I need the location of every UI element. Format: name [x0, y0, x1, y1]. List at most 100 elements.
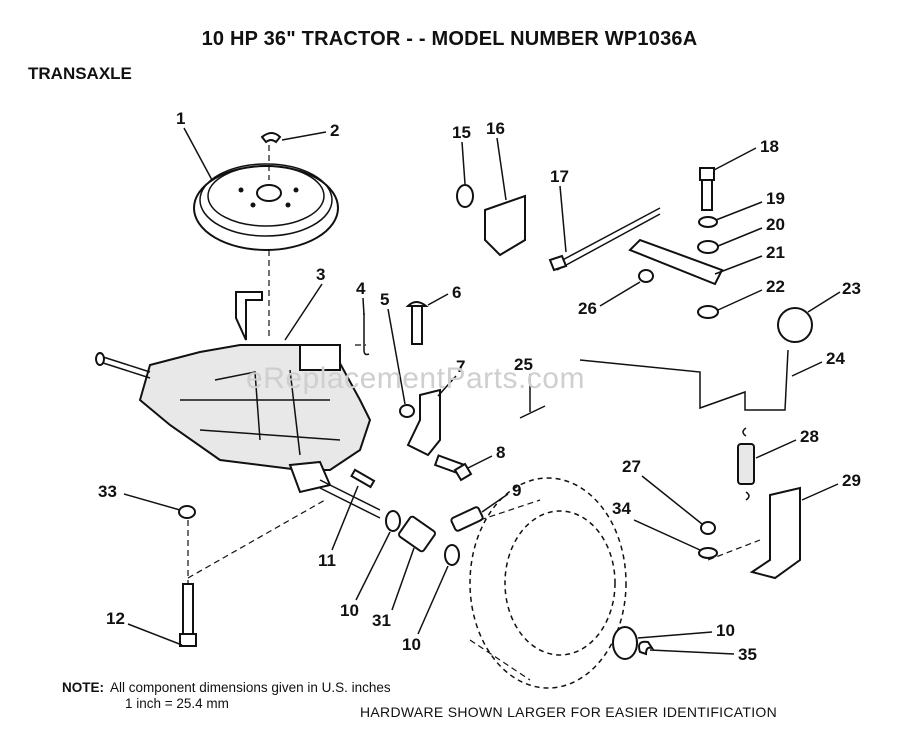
- nut-27-part: [700, 521, 716, 535]
- callout-26: 26: [578, 281, 641, 318]
- svg-text:28: 28: [800, 427, 819, 446]
- spring-25-part: [519, 405, 546, 419]
- callout-6: 6: [427, 283, 461, 306]
- svg-text:10: 10: [402, 635, 421, 654]
- svg-text:24: 24: [826, 349, 845, 368]
- callout-17: 17: [550, 167, 569, 253]
- svg-text:33: 33: [98, 482, 117, 501]
- svg-text:8: 8: [496, 443, 505, 462]
- washer-10a-part: [385, 510, 401, 532]
- transaxle-body-part: [95, 291, 381, 519]
- bolt-8-part: [433, 454, 473, 482]
- spring-9-part: [450, 506, 484, 532]
- callout-21: 21: [714, 243, 785, 275]
- callout-8: 8: [467, 443, 505, 469]
- callout-10b: 10: [402, 565, 449, 654]
- washer-19-part: [698, 216, 718, 228]
- svg-text:2: 2: [330, 121, 339, 140]
- svg-text:16: 16: [486, 119, 505, 138]
- note-block: NOTE:All component dimensions given in U…: [62, 680, 391, 712]
- callout-31: 31: [372, 547, 415, 630]
- callout-25: 25: [514, 355, 533, 412]
- callout-5: 5: [380, 290, 406, 405]
- callout-12: 12: [106, 609, 183, 646]
- callout-22: 22: [717, 277, 785, 311]
- clip-35-part: [638, 640, 655, 656]
- callout-11: 11: [318, 485, 359, 570]
- callout-19: 19: [715, 189, 785, 221]
- svg-text:18: 18: [760, 137, 779, 156]
- callout-2: 2: [281, 121, 339, 141]
- link-21-part: [628, 238, 724, 286]
- svg-text:5: 5: [380, 290, 389, 309]
- callout-3: 3: [284, 265, 325, 341]
- washer-10c-part: [612, 626, 638, 660]
- svg-text:15: 15: [452, 123, 471, 142]
- svg-text:4: 4: [356, 279, 366, 298]
- callout-24: 24: [791, 349, 845, 377]
- callout-27: 27: [622, 457, 703, 525]
- svg-text:20: 20: [766, 215, 785, 234]
- hardware-note: HARDWARE SHOWN LARGER FOR EASIER IDENTIF…: [360, 704, 778, 720]
- svg-text:35: 35: [738, 645, 757, 664]
- bolt-12-part: [179, 583, 197, 647]
- callout-29: 29: [801, 471, 861, 501]
- bracket-7-part: [406, 388, 441, 457]
- callout-10a: 10: [340, 531, 391, 620]
- callout-7: 7: [437, 357, 465, 397]
- callout-23: 23: [807, 279, 861, 313]
- washer-34-part: [698, 547, 718, 559]
- svg-text:21: 21: [766, 243, 785, 262]
- callout-20: 20: [717, 215, 785, 247]
- bolt-6-part: [405, 301, 429, 345]
- svg-text:31: 31: [372, 611, 391, 630]
- svg-text:9: 9: [512, 481, 521, 500]
- washer-15-part: [456, 184, 474, 208]
- callout-16: 16: [486, 119, 507, 201]
- svg-text:26: 26: [578, 299, 597, 318]
- svg-text:27: 27: [622, 457, 641, 476]
- pulley-part: [193, 163, 339, 251]
- washer-22-part: [697, 305, 719, 319]
- diagram-title: 10 HP 36" TRACTOR - - MODEL NUMBER WP103…: [201, 28, 698, 50]
- bracket-29-part: [749, 486, 801, 580]
- callout-33: 33: [98, 482, 181, 511]
- nut-26-part: [638, 269, 654, 283]
- nut-33-part: [178, 505, 196, 519]
- note-label: NOTE:: [62, 680, 104, 695]
- spacer-31-part: [398, 515, 436, 553]
- callout-9: 9: [481, 481, 521, 513]
- callout-10c: 10: [637, 621, 735, 640]
- pulley-key-part: [260, 132, 282, 144]
- callout-18: 18: [713, 137, 779, 171]
- svg-text:19: 19: [766, 189, 785, 208]
- svg-text:29: 29: [842, 471, 861, 490]
- svg-text:1: 1: [176, 109, 185, 128]
- lever-24-part: [579, 349, 789, 411]
- bracket-16-part: [484, 194, 526, 257]
- knob-23-part: [777, 307, 813, 343]
- svg-text:34: 34: [612, 499, 631, 518]
- svg-text:6: 6: [452, 283, 461, 302]
- washer-20-part: [697, 240, 719, 254]
- svg-text:11: 11: [318, 551, 336, 570]
- wheel-part: [469, 477, 627, 689]
- svg-text:25: 25: [514, 355, 533, 374]
- svg-text:17: 17: [550, 167, 569, 186]
- washer-10b-part: [444, 544, 460, 566]
- svg-text:10: 10: [716, 621, 735, 640]
- bolt-18-part: [699, 167, 715, 211]
- svg-text:3: 3: [316, 265, 325, 284]
- note-line-2: 1 inch = 25.4 mm: [125, 696, 229, 711]
- svg-text:23: 23: [842, 279, 861, 298]
- svg-text:22: 22: [766, 277, 785, 296]
- rod-17-part: [548, 207, 661, 272]
- callout-35: 35: [649, 645, 757, 664]
- nut-5-part: [399, 404, 415, 418]
- svg-text:7: 7: [456, 357, 465, 376]
- spring-28-part: [737, 427, 755, 501]
- callout-1: 1: [176, 109, 213, 181]
- callout-34: 34: [612, 499, 701, 551]
